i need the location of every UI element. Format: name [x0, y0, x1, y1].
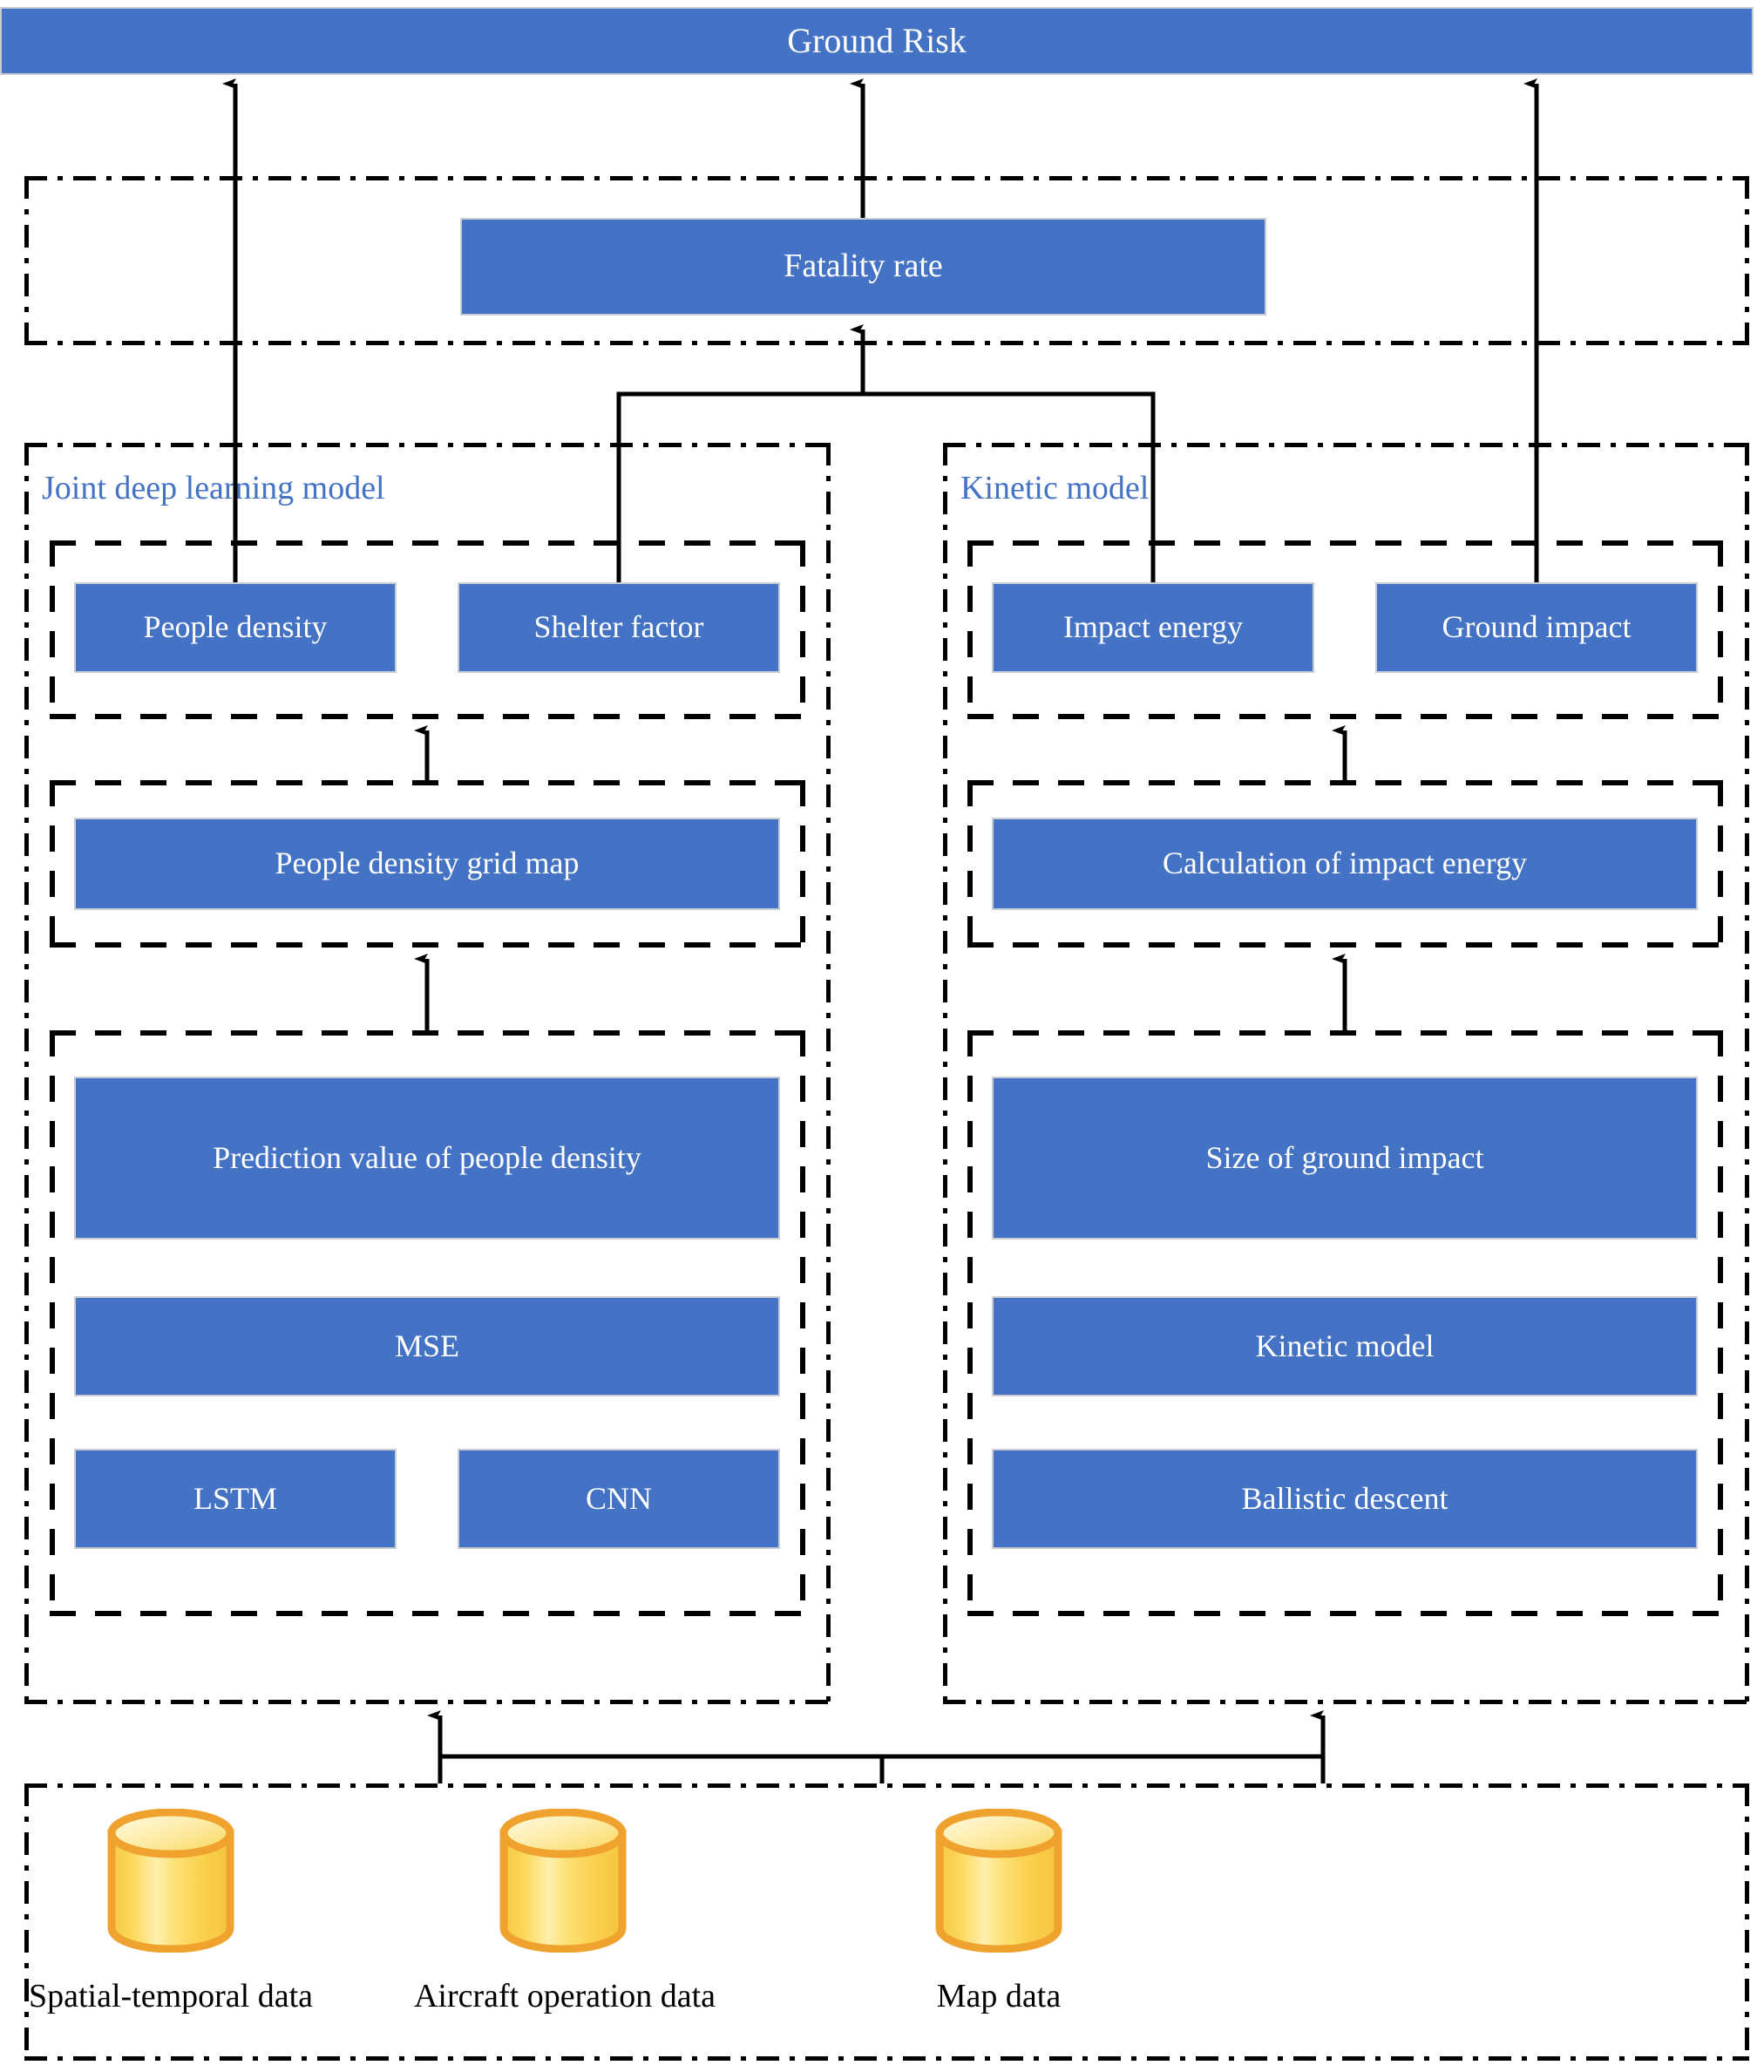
connector-data-sources-to-models: [438, 1754, 1326, 1783]
node-shelter-factor[interactable]: Shelter factor: [458, 582, 780, 673]
database-cylinder-icon-map-data: [933, 1808, 1065, 1953]
data-sources-group: [24, 1783, 1749, 2061]
node-mse[interactable]: MSE: [74, 1296, 780, 1396]
node-cnn[interactable]: CNN: [458, 1449, 780, 1549]
node-people-density[interactable]: People density: [74, 582, 397, 673]
node-ground-impact[interactable]: Ground impact: [1375, 582, 1698, 673]
node-fatality-rate[interactable]: Fatality rate: [460, 218, 1266, 316]
data-source-label-aircraft-operation: Aircraft operation data: [413, 1978, 716, 2014]
database-cylinder-icon-spatial-temporal: [105, 1808, 237, 1953]
data-source-label-spatial-temporal: Spatial-temporal data: [28, 1978, 314, 2014]
node-impact-energy[interactable]: Impact energy: [992, 582, 1314, 673]
node-ground-risk[interactable]: Ground Risk: [0, 7, 1754, 75]
node-people-density-grid-map[interactable]: People density grid map: [74, 818, 780, 910]
data-source-label-map-data: Map data: [936, 1978, 1062, 2014]
node-prediction-value-people-density[interactable]: Prediction value of people density: [74, 1077, 780, 1240]
node-kinetic-model[interactable]: Kinetic model: [992, 1296, 1698, 1396]
kinetic-model-label: Kinetic model: [960, 470, 1150, 506]
node-ballistic-descent[interactable]: Ballistic descent: [992, 1449, 1698, 1549]
database-cylinder-icon-aircraft-operation: [497, 1808, 629, 1953]
joint-deep-learning-model-label: Joint deep learning model: [42, 470, 385, 506]
node-size-of-ground-impact[interactable]: Size of ground impact: [992, 1077, 1698, 1240]
node-lstm[interactable]: LSTM: [74, 1449, 397, 1549]
node-calculation-of-impact-energy[interactable]: Calculation of impact energy: [992, 818, 1698, 910]
